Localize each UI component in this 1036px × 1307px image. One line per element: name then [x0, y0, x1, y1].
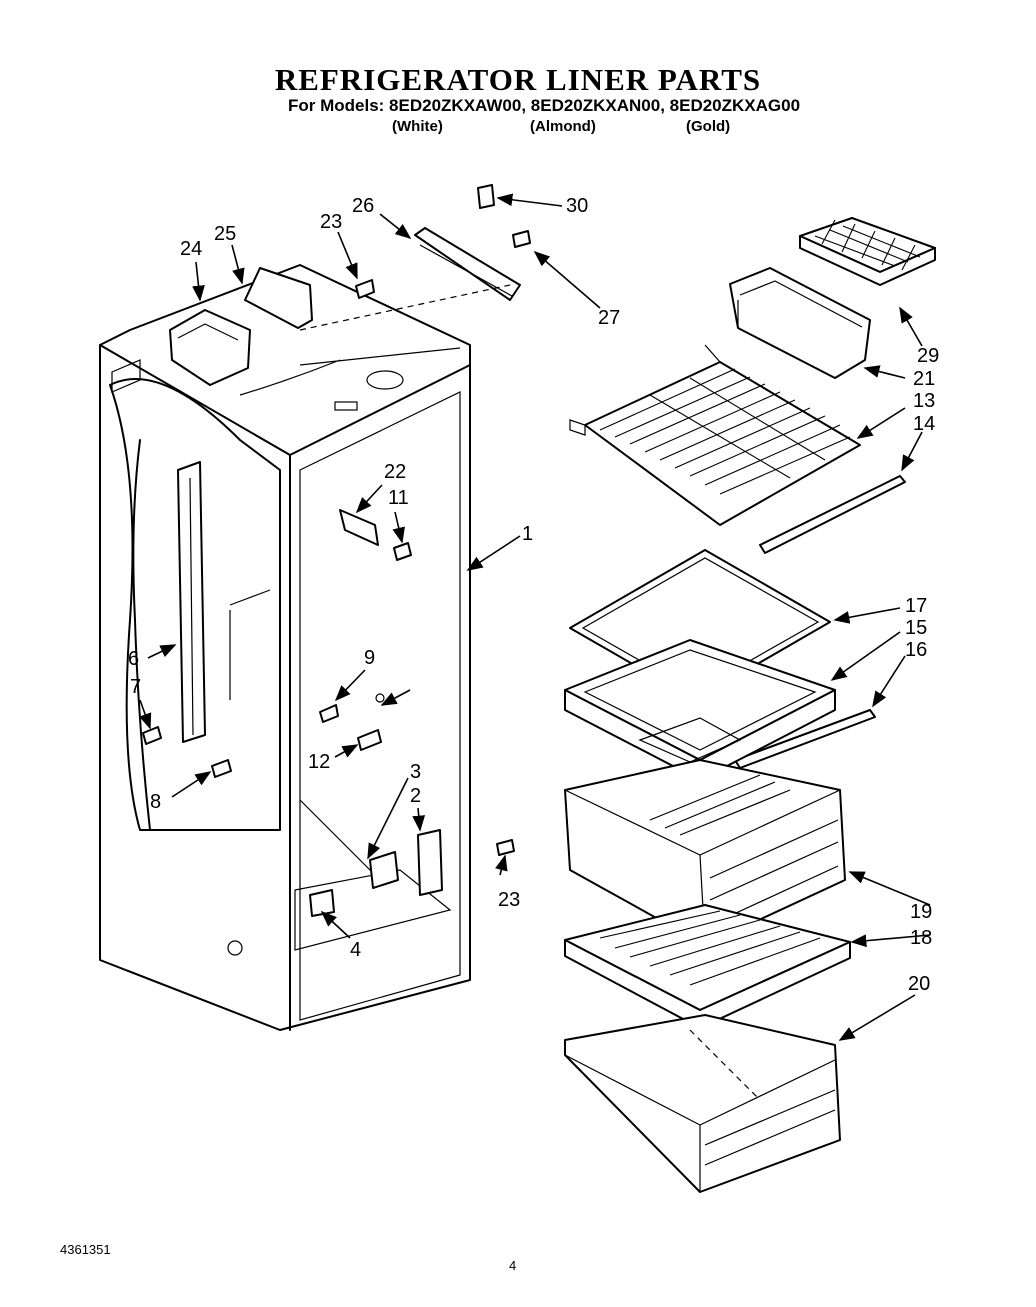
callout-11: 11	[388, 487, 409, 509]
callout-labels: 24 25 23 26 30 27 29 21 13 14 22 11 1 17…	[128, 195, 939, 995]
callout-18: 18	[910, 927, 932, 949]
liner-cabinet	[99, 264, 471, 1031]
callout-17: 17	[905, 595, 927, 617]
page-number: 4	[509, 1258, 517, 1273]
light-housing-parts-24-25	[169, 267, 313, 386]
callout-3: 3	[410, 761, 421, 783]
crisper-drawer-part-19	[564, 759, 846, 946]
callout-9: 9	[364, 647, 375, 669]
ice-tray-part-29	[799, 217, 936, 286]
ice-bin-part-21	[729, 267, 871, 379]
wire-shelf-part-13	[569, 344, 861, 526]
color-gold-label: (Gold)	[686, 118, 731, 135]
shelf-trims-parts-14-16	[734, 475, 906, 769]
callout-21: 21	[913, 368, 935, 390]
callout-15: 15	[905, 617, 927, 639]
callout-6: 6	[128, 648, 139, 670]
crisper-drawer-part-20	[564, 1014, 841, 1193]
crisper-cover-part-18	[564, 904, 851, 1029]
rail-part-26	[299, 227, 521, 331]
color-white-label: (White)	[392, 118, 443, 135]
callout-22: 22	[384, 461, 406, 483]
callout-12: 12	[308, 751, 330, 773]
callout-14: 14	[913, 413, 935, 435]
callout-16: 16	[905, 639, 927, 661]
callout-13: 13	[913, 390, 935, 412]
callout-7: 7	[130, 676, 141, 698]
callout-24: 24	[180, 238, 202, 260]
shelf-rail-part-6	[177, 461, 206, 743]
callout-4: 4	[350, 939, 361, 961]
callout-8: 8	[150, 791, 161, 813]
callout-2: 2	[410, 785, 421, 807]
callout-1: 1	[522, 523, 533, 545]
callout-30: 30	[566, 195, 588, 217]
callout-27: 27	[598, 307, 620, 329]
callout-20: 20	[908, 973, 930, 995]
callout-25: 25	[214, 223, 236, 245]
small-hardware	[142, 184, 531, 917]
page-title: REFRIGERATOR LINER PARTS	[274, 62, 762, 97]
callout-23-bottom: 23	[498, 889, 520, 911]
models-line: For Models: 8ED20ZKXAW00, 8ED20ZKXAN00, …	[288, 96, 801, 115]
callout-23-top: 23	[320, 211, 342, 233]
callout-19: 19	[910, 901, 932, 923]
color-almond-label: (Almond)	[530, 118, 596, 135]
callout-29: 29	[917, 345, 939, 367]
callout-26: 26	[352, 195, 374, 217]
document-number: 4361351	[60, 1242, 111, 1257]
leader-arrows	[139, 193, 931, 1041]
